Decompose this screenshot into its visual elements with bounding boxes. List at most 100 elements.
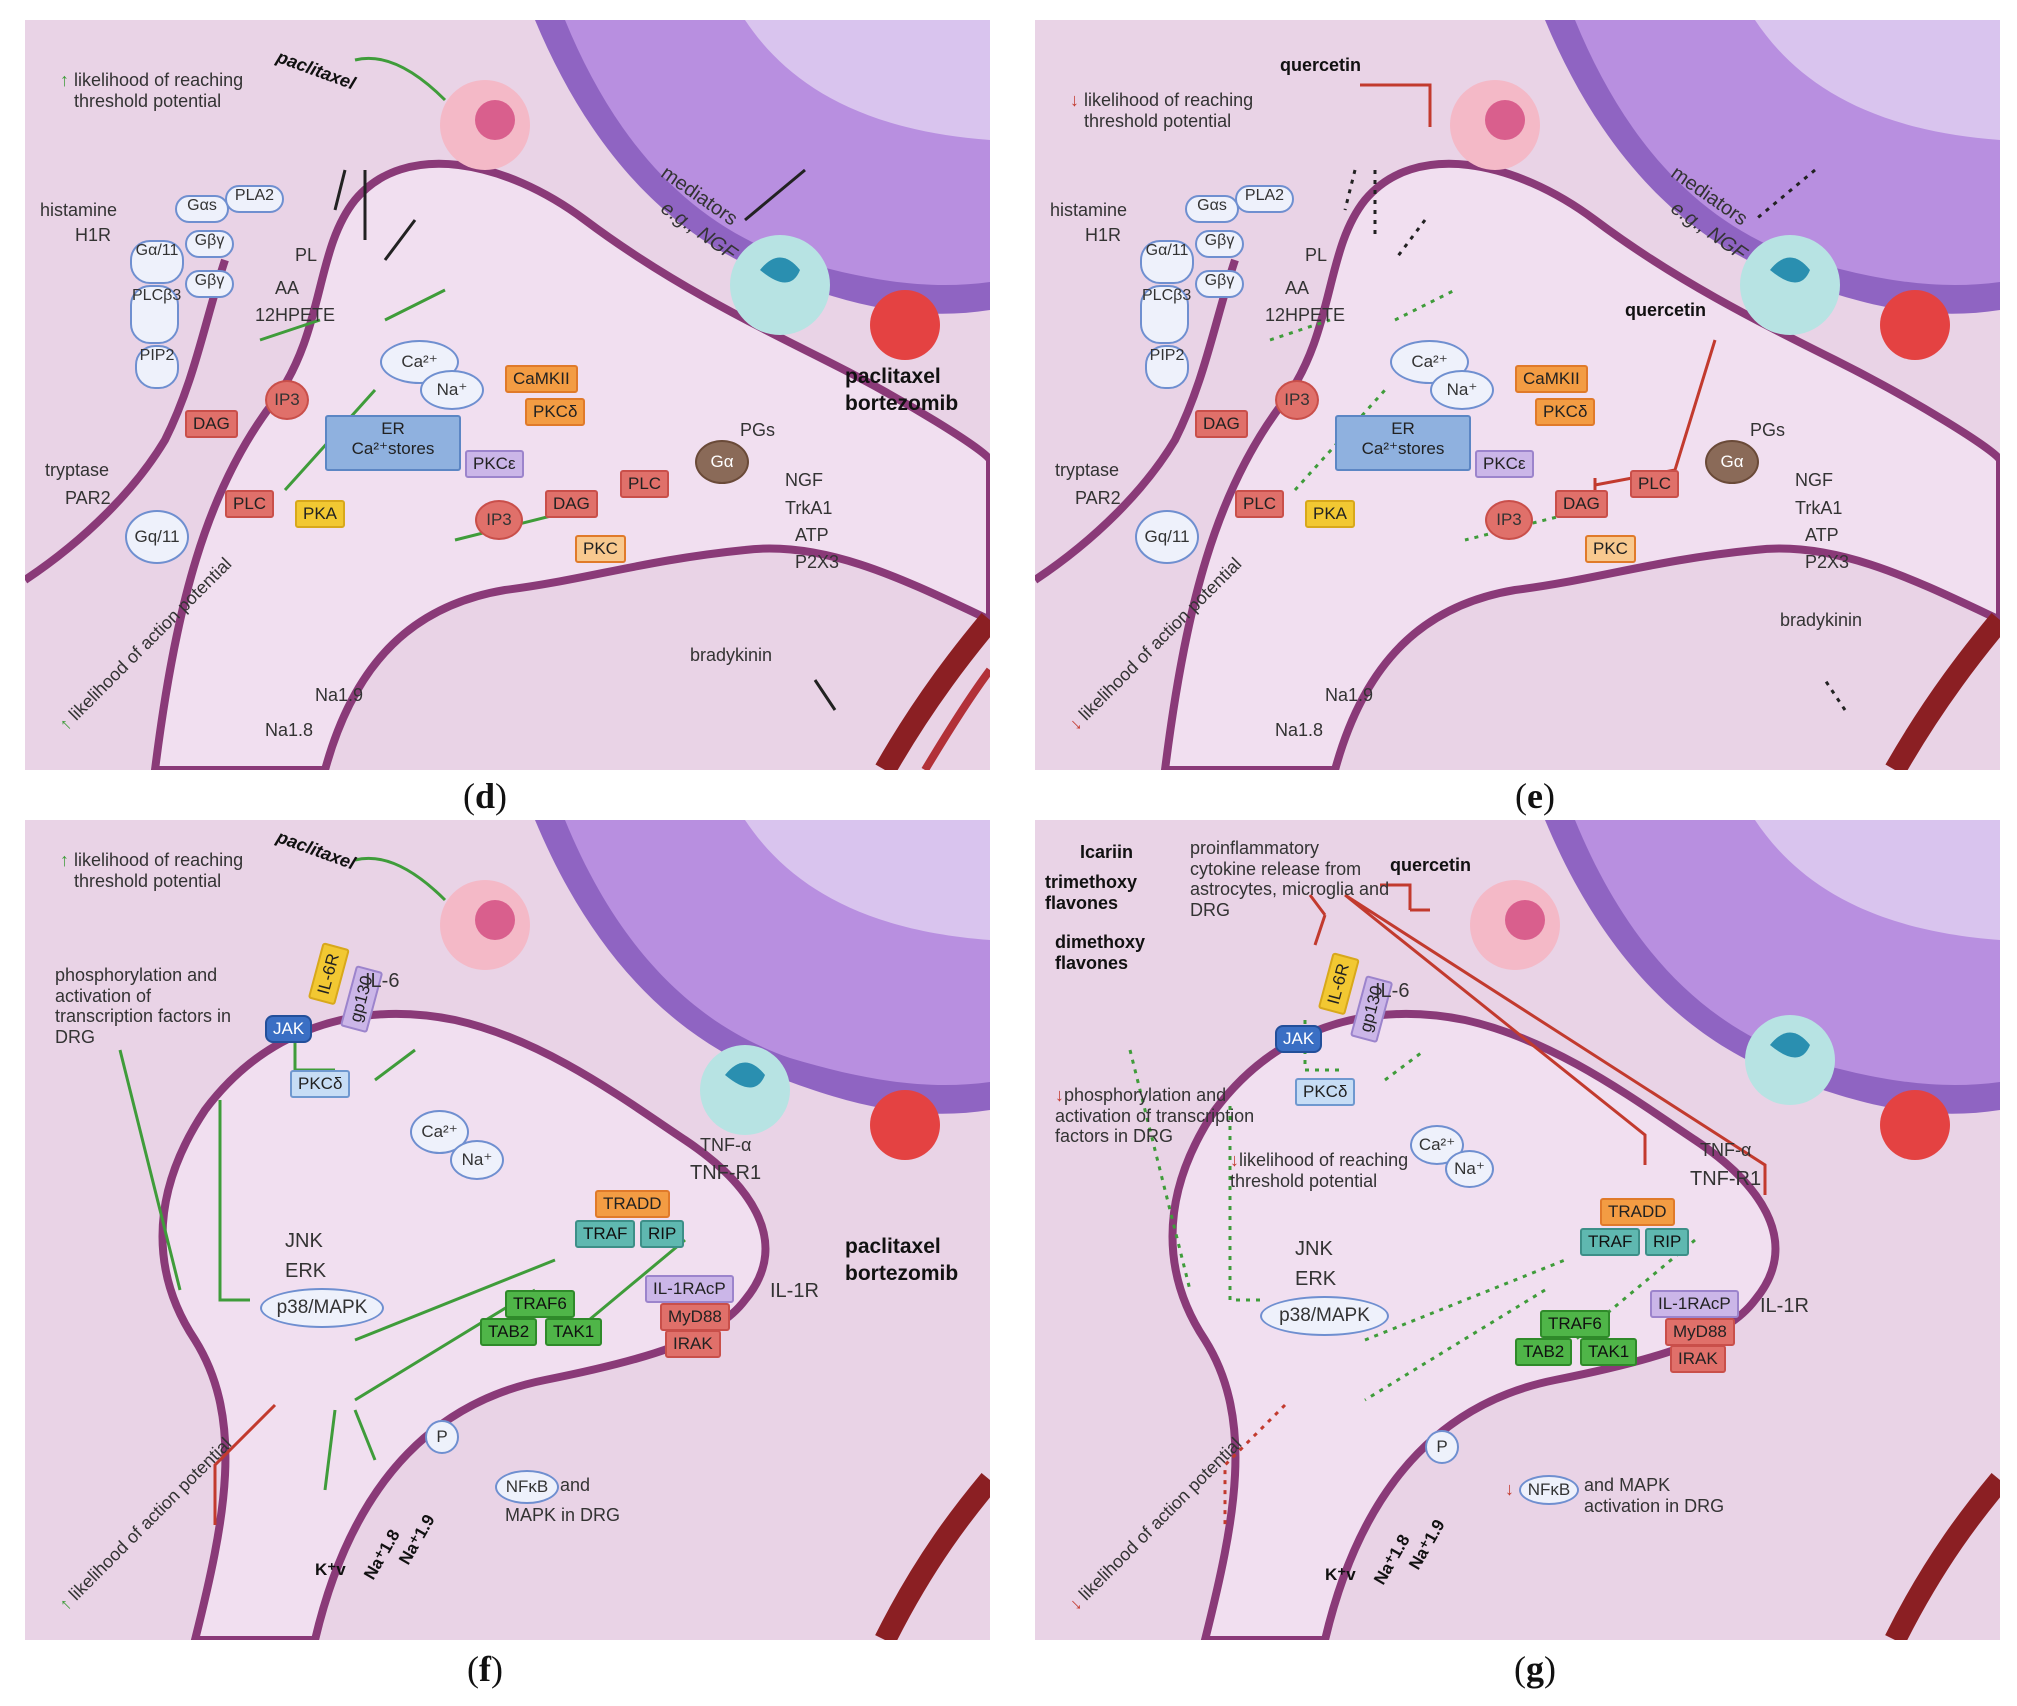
tryptase-label: tryptase (45, 460, 110, 480)
h1r-label: H1R (1085, 225, 1122, 245)
inhibitor2-label: quercetin (1625, 300, 1707, 320)
ca-stores-label: Ca²⁺stores (1361, 439, 1445, 458)
pl-label: PL (1305, 245, 1328, 265)
up-arrow-icon: ↑ (60, 850, 69, 870)
p2x3-label: P2X3 (795, 552, 840, 572)
threshold-note: ↓ likelihood of reaching threshold poten… (1070, 90, 1254, 131)
pip2-node: PIP2 (1145, 345, 1189, 389)
phospho-text: phosphorylation and activation of transc… (1055, 1085, 1255, 1147)
cytokine-note: proinflammatory cytokine release from as… (1190, 838, 1390, 921)
kv-label: K⁺v (315, 1560, 346, 1579)
threshold-text: likelihood of reaching threshold potenti… (74, 70, 244, 111)
ga-node: Gα (695, 440, 749, 484)
na18-label: Na1.8 (1275, 720, 1324, 740)
drug3-label: bortezomib (845, 392, 959, 415)
na-node: Na⁺ (420, 370, 484, 410)
er-label: ER (1391, 419, 1415, 438)
dag-node: DAG (185, 410, 238, 438)
gby2-node: Gβγ (185, 270, 234, 298)
mapk-drg-label: MAPK in DRG (505, 1505, 621, 1525)
gby1-node: Gβγ (1195, 230, 1244, 258)
dag2-node: DAG (1555, 490, 1608, 518)
ca-node: Ca²⁺ (410, 1110, 469, 1154)
irak-node: IRAK (665, 1330, 721, 1358)
il1racp-node: IL-1RAcP (645, 1275, 734, 1303)
tnfr1-label: TNF-R1 (690, 1162, 762, 1184)
gq11-node: Gα/11 (1140, 240, 1194, 284)
threshold-text: likelihood of reaching threshold potenti… (1230, 1150, 1409, 1191)
nfkb-node: NFκB (495, 1470, 559, 1504)
il6-label: IL-6 (1375, 980, 1410, 1002)
phospho-note: ↓phosphorylation and activation of trans… (1055, 1085, 1255, 1147)
pkc-node: PKC (1585, 535, 1636, 563)
il1r-label: IL-1R (1760, 1295, 1809, 1317)
na18-label: Na1.8 (265, 720, 314, 740)
panel-e-illustration (1035, 20, 2000, 770)
pkce-node: PKCε (465, 450, 524, 478)
atp-label: ATP (795, 525, 829, 545)
down-arrow-icon: ↓ (1070, 90, 1079, 110)
dag2-node: DAG (545, 490, 598, 518)
erk-label: ERK (1295, 1268, 1337, 1290)
phosphate-node: P (1425, 1430, 1459, 1464)
panel-g-illustration (1035, 820, 2000, 1640)
dag-node: DAG (1195, 410, 1248, 438)
panel-g: Icariin trimethoxy flavones dimethoxy fl… (1035, 820, 2000, 1640)
gas-node: Gαs (1185, 195, 1239, 223)
nfkb-node: NFκB (1519, 1475, 1580, 1505)
down-arrow-icon: ↓ (1230, 1150, 1239, 1170)
caption-e-letter: e (1527, 776, 1543, 816)
down-arrow-icon: ↓ (1505, 1479, 1514, 1499)
threshold-note: ↑ likelihood of reaching threshold poten… (60, 70, 244, 111)
ga-node: Gα (1705, 440, 1759, 484)
jak-node: JAK (265, 1015, 313, 1043)
tab2-node: TAB2 (1515, 1338, 1573, 1366)
plcb3-node: PLCβ3 (130, 285, 181, 344)
camkii-node: CaMKII (1515, 365, 1588, 393)
tak1-node: TAK1 (545, 1318, 603, 1346)
threshold-text: likelihood of reaching threshold potenti… (74, 850, 244, 891)
phospho-note: phosphorylation and activation of transc… (55, 965, 232, 1048)
p38-node: p38/MAPK (260, 1288, 384, 1328)
panel-f-illustration (25, 820, 990, 1640)
plc-node: PLC (1235, 490, 1285, 518)
pgs-label: PGs (740, 420, 776, 440)
tak1-node: TAK1 (1580, 1338, 1638, 1366)
nfkb-rest-label: and MAPK activation in DRG (1584, 1475, 1725, 1516)
par2-label: PAR2 (1075, 488, 1121, 508)
tradd-node: TRADD (595, 1190, 670, 1218)
na-node: Na⁺ (1430, 370, 1494, 410)
nfkb-group: ↓ NFκB and MAPK activation in DRG (1505, 1475, 1744, 1516)
myd88-node: MyD88 (1665, 1318, 1735, 1346)
erk-label: ERK (285, 1260, 327, 1282)
il1racp-node: IL-1RAcP (1650, 1290, 1739, 1318)
gq11b-node: Gq/11 (125, 510, 189, 564)
caption-e: (e) (1515, 776, 1555, 816)
icariin-label: Icariin (1080, 842, 1134, 862)
pla2-node: PLA2 (225, 185, 284, 213)
pkcd-node: PKCδ (1535, 398, 1596, 426)
gby2-node: Gβγ (1195, 270, 1244, 298)
pkc-node: PKC (575, 535, 626, 563)
p38-node: p38/MAPK (1260, 1296, 1389, 1336)
gas-node: Gαs (175, 195, 229, 223)
camkii-node: CaMKII (505, 365, 578, 393)
plc2-node: PLC (1630, 470, 1680, 498)
na-node: Na⁺ (1445, 1150, 1494, 1188)
nfkb-rest-label: and (560, 1475, 591, 1495)
aa-label: AA (1285, 278, 1310, 298)
pka-node: PKA (295, 500, 346, 528)
bradykinin-label: bradykinin (690, 645, 773, 665)
drug2-label: paclitaxel (845, 365, 941, 388)
pka-node: PKA (1305, 500, 1356, 528)
p2x3-label: P2X3 (1805, 552, 1850, 572)
pgs-label: PGs (1750, 420, 1786, 440)
pla2-node: PLA2 (1235, 185, 1294, 213)
threshold-note: ↑ likelihood of reaching threshold poten… (60, 850, 244, 891)
er-label: ER (381, 419, 405, 438)
gq11b-node: Gq/11 (1135, 510, 1199, 564)
gq11-node: Gα/11 (130, 240, 184, 284)
atp-label: ATP (1805, 525, 1839, 545)
myd88-node: MyD88 (660, 1303, 730, 1331)
